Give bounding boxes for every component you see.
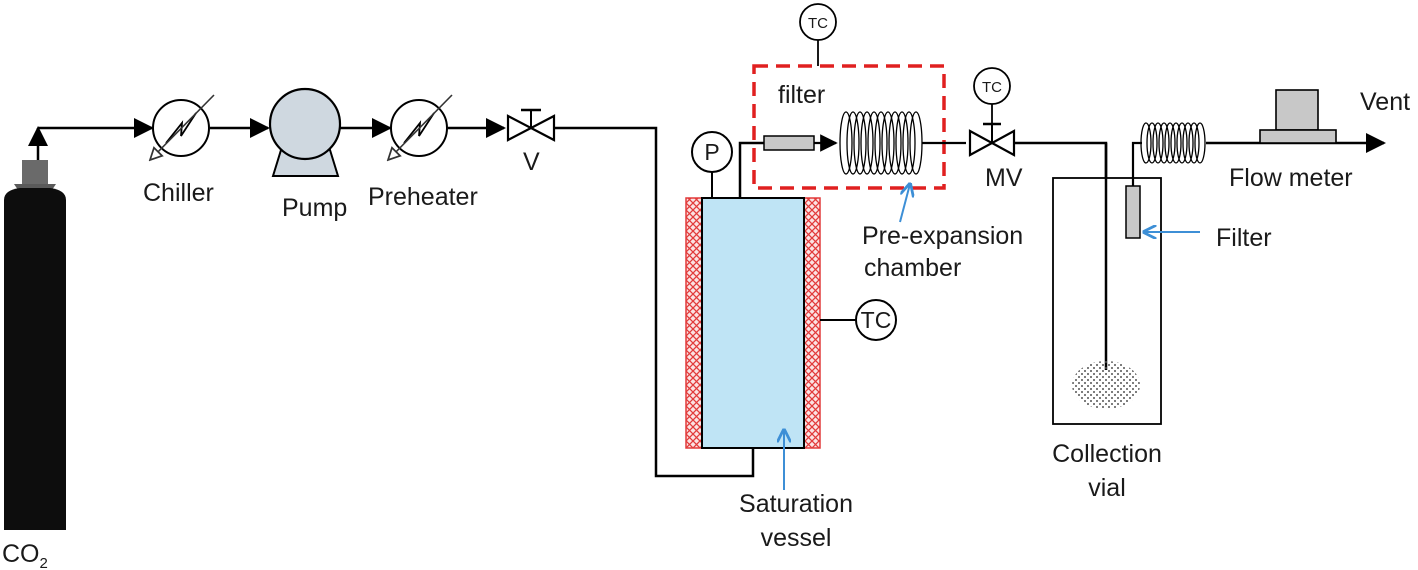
valve-v-label: V	[523, 148, 540, 176]
chamber-thermocouple	[799, 3, 837, 41]
vessel-thermocouple	[855, 299, 897, 341]
inline-filter	[763, 135, 815, 151]
metering-valve-mv	[968, 104, 1016, 157]
flow-meter	[1259, 89, 1337, 144]
preheater-exchanger	[388, 94, 453, 160]
valve-v	[506, 108, 556, 142]
collection-label-2: vial	[1088, 474, 1126, 502]
filter-top-label: filter	[778, 81, 825, 109]
co2-label: CO2	[2, 540, 48, 570]
cylinder-body	[4, 188, 66, 530]
preheater-label: Preheater	[368, 183, 478, 211]
feed-piping	[28, 118, 755, 478]
outlet-coil	[1140, 122, 1206, 164]
saturation-vessel	[685, 197, 821, 449]
collection-label-1: Collection	[1052, 440, 1162, 468]
chiller-label: Chiller	[143, 179, 214, 207]
heater-jacket-right	[803, 197, 821, 449]
mv-tc-label: TC	[982, 79, 1002, 96]
preexpansion-coil	[839, 111, 923, 175]
cylinder-valve	[22, 160, 48, 184]
filter-right-label: Filter	[1216, 224, 1272, 252]
pressure-gauge	[691, 131, 733, 173]
chamber-pointer-arrow	[899, 184, 910, 223]
vent-label: Vent	[1360, 88, 1410, 116]
pressure-gauge-label: P	[704, 139, 719, 165]
saturation-label-2: vessel	[761, 524, 832, 552]
mv-thermocouple	[973, 67, 1011, 105]
flow-meter-label: Flow meter	[1229, 164, 1353, 192]
saturation-label-1: Saturation	[739, 490, 853, 518]
vessel-body	[701, 197, 805, 449]
vessel-tc-label: TC	[861, 307, 892, 333]
preexpansion-highlight-box	[752, 64, 946, 190]
heater-jacket-left	[685, 197, 703, 449]
preexp-label-1: Pre-expansion	[862, 222, 1023, 250]
preexp-label-2: chamber	[864, 254, 961, 282]
mv-label: MV	[985, 164, 1023, 192]
pump	[268, 87, 342, 177]
chiller-exchanger	[150, 94, 215, 160]
chamber-tc-label: TC	[808, 15, 828, 32]
pump-label: Pump	[282, 194, 347, 222]
co2-cylinder	[4, 160, 66, 530]
collected-particles	[1072, 361, 1140, 409]
vial-filter	[1125, 185, 1141, 239]
